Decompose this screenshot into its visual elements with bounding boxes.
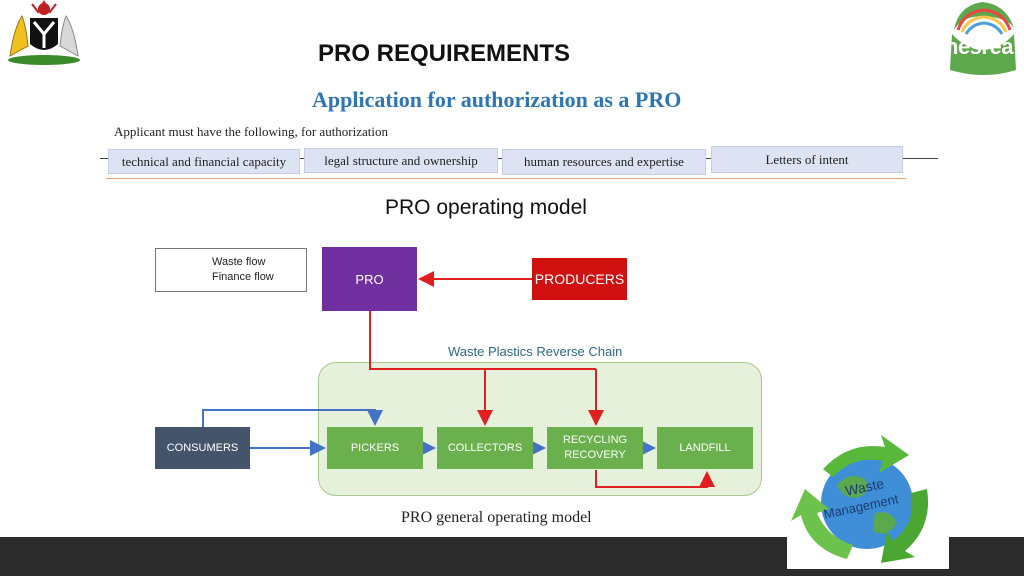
collectors-node: COLLECTORS <box>437 427 533 469</box>
requirement-letters-of-intent: Letters of intent <box>711 146 903 173</box>
requirement-legal-structure: legal structure and ownership <box>304 148 498 173</box>
recycling-recovery-node: RECYCLING RECOVERY <box>547 427 643 469</box>
intro-text: Applicant must have the following, for a… <box>114 124 389 139</box>
waste-management-logo: Waste Management <box>787 431 949 569</box>
pro-finance-line <box>369 311 596 370</box>
legend: Waste flow Finance flow <box>155 248 307 292</box>
consumers-node: CONSUMERS <box>155 427 250 469</box>
diagram-title: PRO operating model <box>385 196 587 219</box>
pro-node: PRO <box>322 247 417 311</box>
requirements-underline <box>106 178 906 179</box>
consumers-to-pickers-arrow <box>202 409 383 427</box>
page-title: PRO REQUIREMENTS <box>318 40 571 67</box>
coat-of-arms-logo <box>2 0 86 66</box>
requirement-human-resources: human resources and expertise <box>502 149 706 175</box>
recycling-landfill-finance-arrow <box>595 470 715 488</box>
landfill-node: LANDFILL <box>657 427 753 469</box>
recovery-label: RECOVERY <box>564 449 626 461</box>
nesrea-logo: nesrea <box>944 0 1022 80</box>
pickers-node: PICKERS <box>327 427 423 469</box>
producers-node: PRODUCERS <box>532 258 627 300</box>
recycling-label: RECYCLING <box>562 434 628 446</box>
reverse-chain-label: Waste Plastics Reverse Chain <box>448 344 623 359</box>
page-subtitle: Application for authorization as a PRO <box>312 87 682 112</box>
requirement-technical-financial: technical and financial capacity <box>108 149 300 174</box>
legend-waste-flow-label: Waste flow <box>212 256 266 268</box>
nesrea-logo-text: nesrea <box>945 34 1013 59</box>
diagram-caption: PRO general operating model <box>401 509 592 526</box>
legend-finance-flow-label: Finance flow <box>212 271 274 283</box>
